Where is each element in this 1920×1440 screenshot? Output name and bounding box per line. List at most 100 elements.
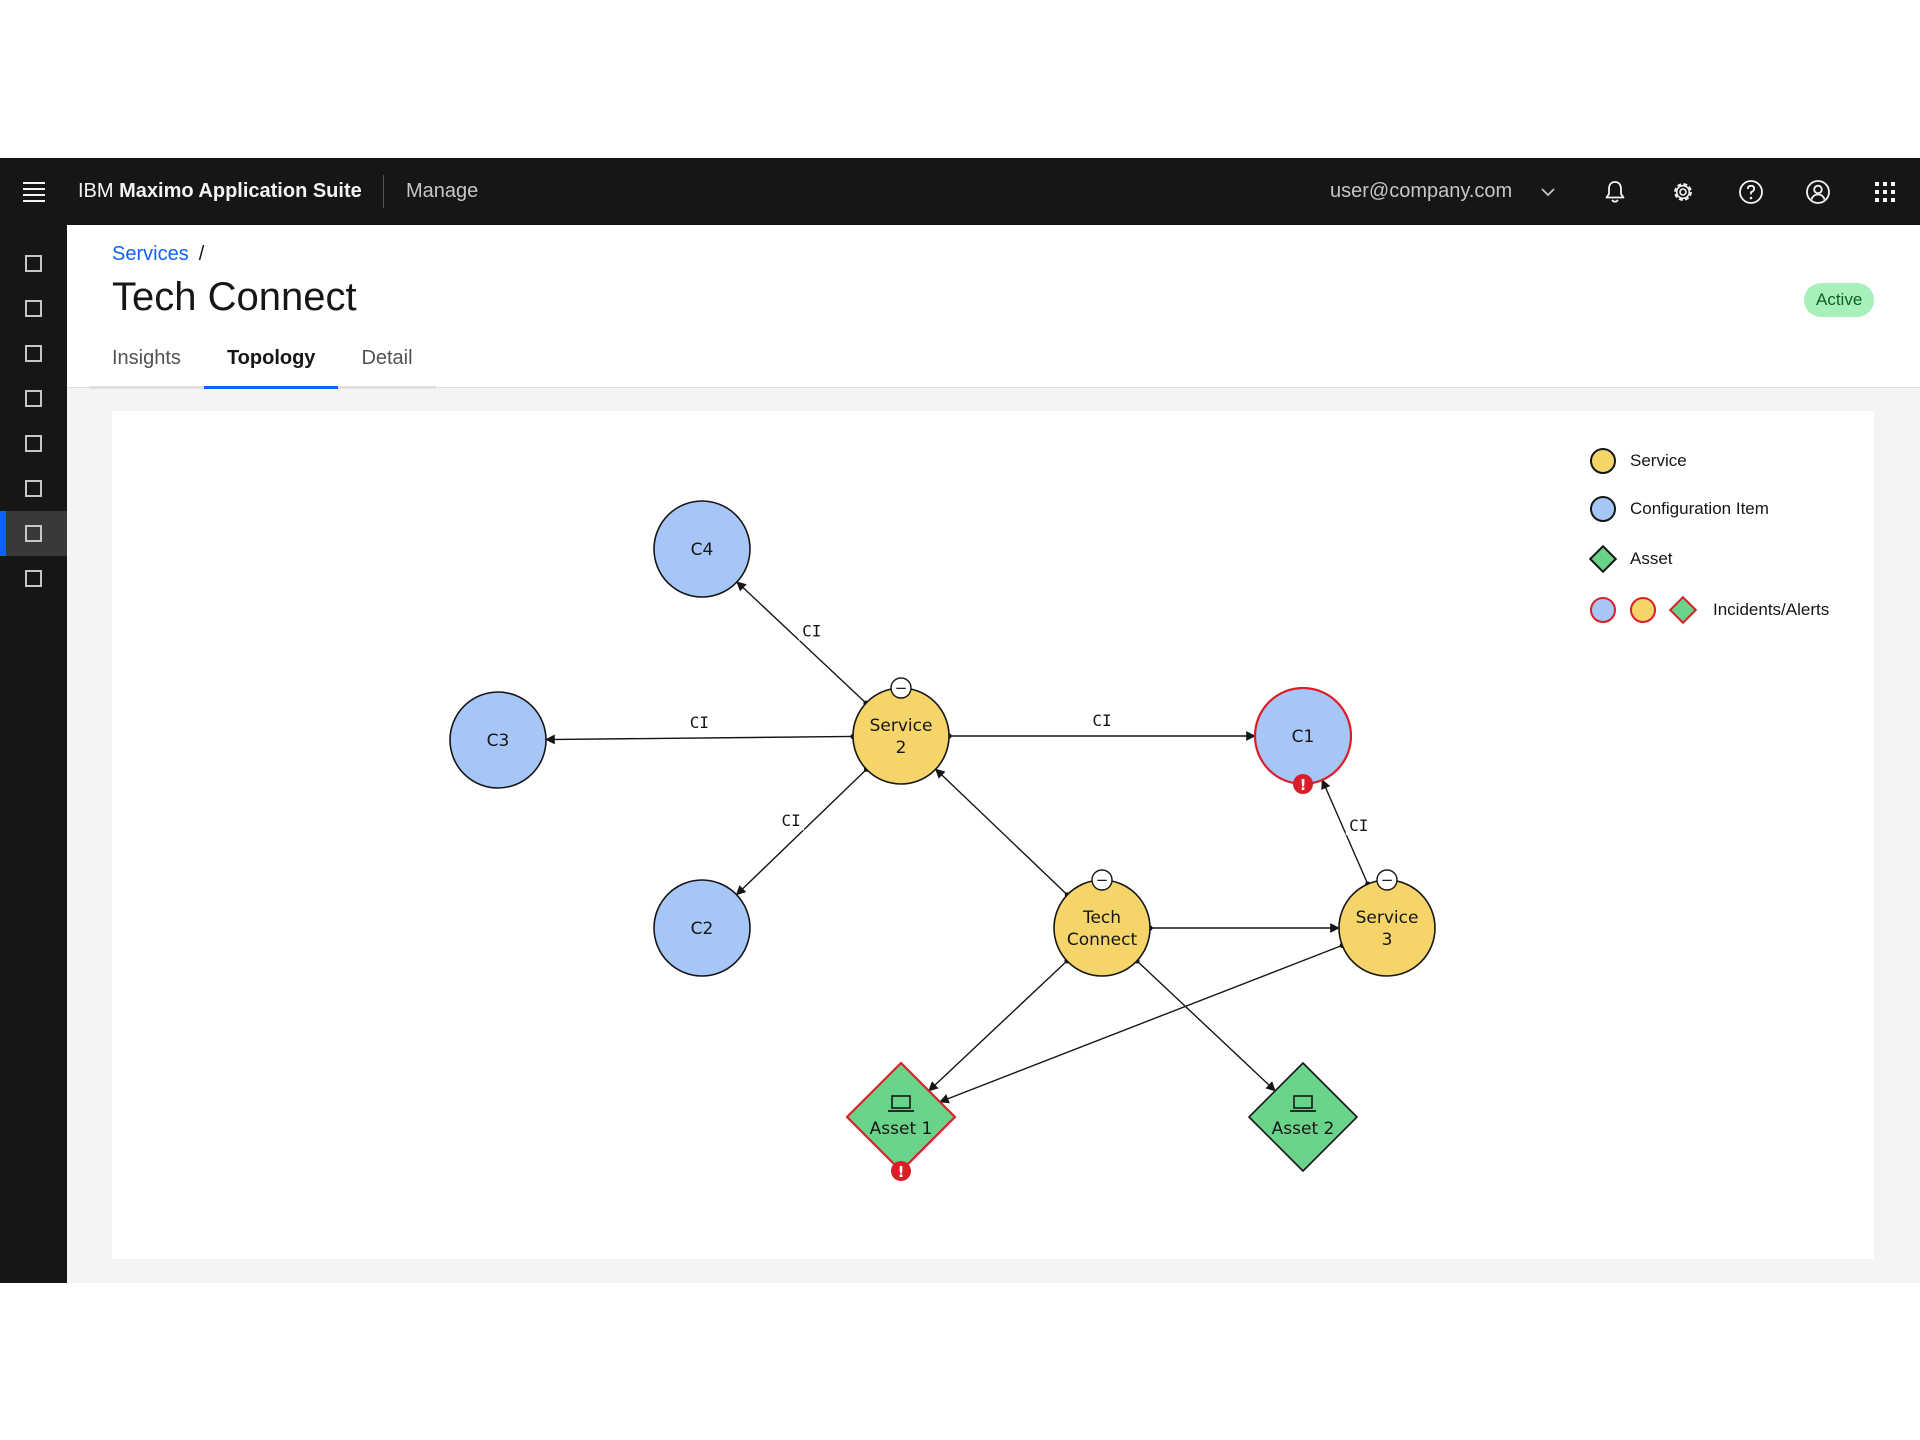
- user-menu[interactable]: user@company.com: [1330, 180, 1513, 202]
- node-label-line: Service: [870, 716, 933, 736]
- incident-asset-legend-swatch: [1668, 595, 1698, 625]
- tab-list: Insights Topology Detail: [89, 338, 436, 389]
- laptop-icon: [888, 1095, 914, 1112]
- edge-label-bg: [798, 620, 825, 641]
- notification-icon[interactable]: [1598, 175, 1632, 209]
- edge-tech-service3[interactable]: [1147, 923, 1340, 933]
- node-asset1[interactable]: Asset 1!: [845, 1061, 957, 1181]
- nav-icon: [25, 480, 42, 497]
- edge-line: [928, 960, 1068, 1092]
- node-label: C4: [691, 540, 714, 560]
- brand[interactable]: IBM Maximo Application Suite: [78, 158, 362, 225]
- edge-layer: CI CI CI CI CI: [545, 581, 1372, 1104]
- edge-tech-service2[interactable]: [935, 768, 1070, 898]
- laptop-icon: [1290, 1095, 1316, 1112]
- node-c2[interactable]: C2: [653, 879, 751, 977]
- edge-label: CI: [802, 622, 821, 641]
- edge-line: [938, 944, 1343, 1104]
- status-badge: Active: [1804, 283, 1875, 317]
- edge-line: [935, 768, 1068, 896]
- edge-label: CI: [1349, 816, 1368, 835]
- nav-icon: [25, 345, 42, 362]
- nav-icon: [25, 525, 42, 542]
- sidebar-item-5[interactable]: [0, 421, 67, 466]
- service-circle: [1053, 879, 1151, 977]
- node-label: Asset 1: [870, 1119, 933, 1139]
- edge-label-bg: [778, 810, 805, 831]
- app-name: Manage: [406, 180, 479, 202]
- node-label-line: 2: [896, 738, 907, 758]
- sidebar-item-8[interactable]: [0, 556, 67, 601]
- incident-service-legend-swatch: [1630, 597, 1656, 623]
- svg-text:−: −: [1096, 871, 1109, 889]
- edge-tech-asset2[interactable]: [1134, 958, 1276, 1092]
- svg-text:!: !: [1300, 776, 1307, 794]
- nav-icon: [25, 435, 42, 452]
- node-label: C1: [1292, 727, 1315, 747]
- tab-detail[interactable]: Detail: [361, 347, 413, 369]
- sidebar-item-4[interactable]: [0, 376, 67, 421]
- configuration-item-legend-swatch: [1590, 496, 1616, 522]
- node-label-line: Tech: [1082, 908, 1121, 928]
- legend-label-asset: Asset: [1630, 549, 1673, 568]
- edge-line: [545, 734, 854, 745]
- side-nav: [0, 225, 67, 1283]
- sidebar-item-6[interactable]: [0, 466, 67, 511]
- sidebar-item-7[interactable]: [0, 511, 67, 556]
- service-circle: [852, 687, 950, 785]
- edge-label-bg: [1345, 814, 1372, 835]
- user-avatar-icon[interactable]: [1801, 175, 1835, 209]
- chevron-down-icon[interactable]: [1538, 182, 1558, 202]
- page-title: Tech Connect: [112, 275, 357, 319]
- asset-legend-swatch: [1588, 544, 1618, 574]
- app-shell: IBM Maximo Application Suite Manage user…: [0, 158, 1920, 1283]
- node-c1[interactable]: C1!: [1253, 686, 1353, 794]
- service-circle: [1338, 879, 1436, 977]
- sidebar-item-3[interactable]: [0, 331, 67, 376]
- edge-service3-c1[interactable]: CI: [1321, 779, 1372, 887]
- collapse-toggle-icon[interactable]: −: [1091, 869, 1113, 891]
- edge-service2-c1[interactable]: CI: [946, 710, 1256, 741]
- incident-ci-legend-swatch: [1590, 597, 1616, 623]
- collapse-toggle-icon[interactable]: −: [1376, 869, 1398, 891]
- node-layer: C4C3C2C1!Service2−TechConnect−Service3−A…: [449, 500, 1436, 1181]
- collapse-toggle-icon[interactable]: −: [890, 677, 912, 699]
- legend-label-service: Service: [1630, 451, 1687, 470]
- edge-service2-c4[interactable]: CI: [736, 581, 869, 706]
- edge-tech-asset1[interactable]: [928, 958, 1070, 1092]
- brand-prefix: IBM: [78, 180, 114, 202]
- edge-label: CI: [781, 811, 800, 830]
- sidebar-item-1[interactable]: [0, 241, 67, 286]
- legend-item-service: Service: [1590, 441, 1687, 481]
- menu-icon[interactable]: [14, 172, 54, 212]
- node-c3[interactable]: C3: [449, 691, 547, 789]
- asset-diamond: [1248, 1062, 1358, 1172]
- edge-service2-c2[interactable]: CI: [735, 766, 870, 896]
- legend-item-asset: Asset: [1588, 539, 1673, 579]
- alert-icon[interactable]: !: [1293, 774, 1313, 794]
- tab-insights[interactable]: Insights: [112, 347, 181, 369]
- node-label-line: Connect: [1067, 930, 1138, 950]
- edge-label: CI: [1092, 711, 1111, 730]
- legend-item-configuration-item: Configuration Item: [1590, 489, 1769, 529]
- breadcrumb-link-services[interactable]: Services: [112, 243, 189, 265]
- ci-circle: [653, 879, 751, 977]
- node-c4[interactable]: C4: [653, 500, 751, 598]
- sidebar-item-2[interactable]: [0, 286, 67, 331]
- app-switcher-icon[interactable]: [1868, 175, 1902, 209]
- alert-icon[interactable]: !: [891, 1161, 911, 1181]
- service-legend-swatch: [1590, 448, 1616, 474]
- edge-service2-c3[interactable]: CI: [545, 712, 856, 745]
- help-icon[interactable]: [1734, 175, 1768, 209]
- edge-line: [1136, 960, 1276, 1092]
- legend-label-configuration-item: Configuration Item: [1630, 499, 1769, 518]
- settings-icon[interactable]: [1666, 175, 1700, 209]
- svg-text:−: −: [895, 679, 908, 697]
- edge-label: CI: [690, 713, 709, 732]
- tab-topology[interactable]: Topology: [203, 338, 339, 389]
- node-asset2[interactable]: Asset 2: [1248, 1062, 1358, 1172]
- edge-label-bg: [1089, 710, 1115, 730]
